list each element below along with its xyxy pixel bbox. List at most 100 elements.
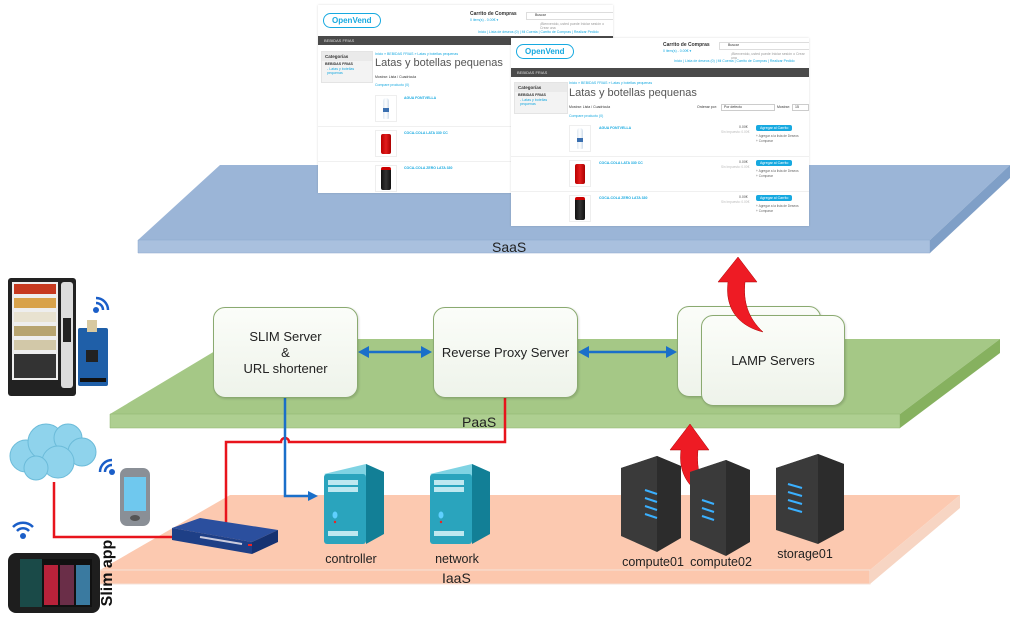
sidebar-subcategory[interactable]: - Latas y botellas pequenas [327,67,355,75]
arrow-head-controller [308,491,318,501]
wifi-icon-tablet [12,521,34,539]
show-select[interactable]: 15 [792,104,809,111]
compare-product-link[interactable]: + Comparar [756,209,773,213]
product-name[interactable]: COCA-COLA ZERO LATA 330 [404,166,453,170]
product-tax: Sin Impuesto: 0.00€ [721,130,750,134]
controller-server-icon[interactable] [318,462,388,547]
add-to-wishlist-link[interactable]: + Agregar a la lista de Deseos [756,134,799,138]
compute02-label: compute02 [690,555,752,569]
network-label: network [435,552,479,566]
product-price: 0.00€ [739,195,748,199]
wifi-icon-arduino [93,296,110,313]
product-tax: Sin Impuesto: 0.00€ [721,165,750,169]
add-to-wishlist-link[interactable]: + Agregar a la lista de Deseos [756,169,799,173]
add-to-cart-button[interactable]: Agregar al Carrito [756,160,793,166]
add-to-cart-button[interactable]: Agregar al Carrito [756,125,793,131]
arrow-head-right-1 [421,346,432,358]
sort-select[interactable]: Por defecto [721,104,775,111]
iaas-platform-front [99,569,871,585]
cart-summary[interactable]: 0 item(s) - 0.00€ ▾ [663,49,692,53]
product-image[interactable] [375,130,397,157]
breadcrumb[interactable]: Inicio » BEBIDAS FRIAS » Latas y botella… [375,52,459,56]
breadcrumb[interactable]: Inicio » BEBIDAS FRIAS » Latas y botella… [569,81,653,85]
network-server-icon[interactable] [424,462,494,547]
add-to-cart-button[interactable]: Agregar al Carrito [756,195,793,201]
lamp-servers-box[interactable]: LAMP Servers [701,315,845,406]
add-to-wishlist-link[interactable]: + Agregar a la lista de Deseos [756,204,799,208]
arduino-board-icon [78,320,108,386]
iaas-platform-side [870,495,960,584]
page-title: Latas y botellas pequenas [375,57,503,69]
search-input[interactable]: Buscar [526,12,613,20]
saas-label: SaaS [492,239,527,255]
sidebar-subcategory[interactable]: - Latas y botellas pequenas [520,98,548,106]
compute02-server-icon[interactable] [688,460,753,558]
product-image[interactable] [569,160,591,187]
compare-link[interactable]: Compare producto (0) [375,83,410,87]
product-row: COCA-COLA ZERO LATA 330 [318,163,613,193]
saas-platform-side [930,165,1010,253]
product-row: AGUA FONTVELLA [318,93,613,127]
display-mode[interactable]: Mostrar: Lista / Cuadrícula [569,105,611,109]
product-row: COCA-COLA ZERO LATA 330 0.00€ Sin Impues… [511,193,809,226]
product-name[interactable]: AGUA FONTVELLA [404,96,437,100]
storage01-label: storage01 [777,547,833,561]
cart-summary[interactable]: 0 item(s) - 0.00€ ▾ [470,18,499,22]
nav-bar[interactable]: BEBIDAS FRIAS [318,36,613,45]
display-mode[interactable]: Mostrar: Lista / Cuadrícula [375,75,417,79]
smartphone-icon [120,468,150,526]
cart-title[interactable]: Carrito de Compras [663,42,710,48]
compute01-label: compute01 [622,555,684,569]
storage01-server-icon[interactable] [774,454,846,546]
product-name[interactable]: COCA-COLA LATA 330 CC [404,131,448,135]
show-label: Mostrar: [777,105,790,109]
sidebar-category[interactable]: BEBIDAS FRIAS [518,93,546,97]
search-input[interactable]: Buscar [719,42,809,50]
product-row: COCA-COLA LATA 330 CC [318,128,613,162]
compare-product-link[interactable]: + Comparar [756,139,773,143]
sidebar-heading: Categorías [322,52,372,61]
product-row: AGUA FONTVELLA 0.00€ Sin Impuesto: 0.00€… [511,123,809,157]
slim-app-label: Slim app [99,539,116,607]
sort-label: Ordenar por: [697,105,717,109]
webshop-screenshot-front: OpenVend Carrito de Compras 0 item(s) - … [511,38,809,226]
reverse-proxy-box[interactable]: Reverse Proxy Server [433,307,578,398]
product-image[interactable] [569,125,591,152]
vending-machine-icon [8,278,76,396]
cloud-icon [9,423,97,481]
coca-cola-can-icon [381,133,391,154]
sidebar-category[interactable]: BEBIDAS FRIAS [325,62,353,66]
slim-server-box[interactable]: SLIM Server & URL shortener [213,307,358,398]
top-links[interactable]: Inicio | Lista de deseos (0) | Mi Cuenta… [478,30,599,34]
product-image[interactable] [569,195,591,222]
product-image[interactable] [375,95,397,122]
product-name[interactable]: COCA-COLA LATA 330 CC [599,161,643,165]
compare-product-link[interactable]: + Comparar [756,174,773,178]
category-sidebar: Categorías BEBIDAS FRIAS - Latas y botel… [514,82,568,114]
sidebar-heading: Categorías [515,83,567,92]
nav-bar[interactable]: BEBIDAS FRIAS [511,68,809,77]
product-image[interactable] [375,165,397,192]
saas-platform-front [137,239,931,254]
openvend-logo: OpenVend [323,13,381,28]
compute01-server-icon[interactable] [619,456,684,554]
coca-cola-can-icon [575,163,585,184]
welcome-text: ¡Bienvenido, usted puede Iniciar sesión … [540,22,605,30]
paas-platform-side [900,339,1000,428]
compare-link[interactable]: Compare producto (0) [569,114,604,118]
page-title: Latas y botellas pequenas [569,87,697,99]
cart-title[interactable]: Carrito de Compras [470,11,517,17]
product-name[interactable]: COCA-COLA ZERO LATA 330 [599,196,648,200]
top-links[interactable]: Inicio | Lista de deseos (0) | Mi Cuenta… [674,59,795,63]
red-link-cloud-to-router [52,482,180,539]
controller-label: controller [325,552,377,566]
product-tax: Sin Impuesto: 0.00€ [721,200,750,204]
product-name[interactable]: AGUA FONTVELLA [599,126,632,130]
arrow-head-right-2 [666,346,677,358]
blue-link-slim-to-controller [283,396,312,498]
paas-label: PaaS [462,414,497,430]
product-price: 0.00€ [739,160,748,164]
arrow-head-left-1 [358,346,369,358]
welcome-text: ¡Bienvenido, usted puede Iniciar sesión … [731,52,805,60]
router-icon [172,518,278,554]
